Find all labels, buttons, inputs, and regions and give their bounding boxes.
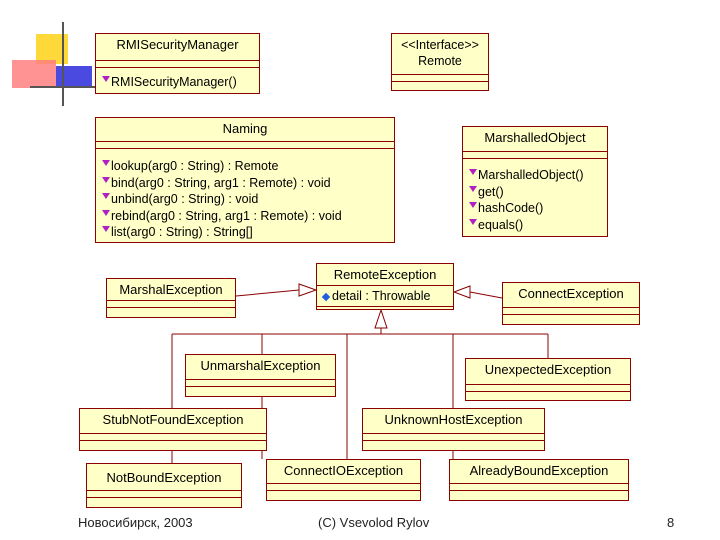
class-name: ConnectIOException [283, 463, 404, 478]
operation: RMISecurityManager() [102, 74, 237, 91]
class-name: MarshalledObject [484, 130, 586, 145]
class-unmarshal-exception[interactable]: UnmarshalException [185, 354, 336, 397]
class-rmi-security-manager[interactable]: RMISecurityManager RMISecurityManager() [95, 33, 260, 94]
operation-icon [102, 193, 110, 199]
operation: rebind(arg0 : String, arg1 : Remote) : v… [102, 208, 342, 225]
class-unexpected-exception[interactable]: UnexpectedException [465, 358, 631, 401]
class-remote-exception[interactable]: RemoteException detail : Throwable [316, 263, 454, 310]
interface-remote[interactable]: <<Interface>> Remote [391, 33, 489, 91]
class-name: RMISecurityManager [116, 37, 239, 52]
operation: MarshalledObject() [469, 167, 584, 184]
class-name: AlreadyBoundException [469, 463, 609, 478]
inheritance-arrowhead-connect [452, 285, 471, 299]
operation-icon [469, 202, 477, 208]
corner-decoration [0, 0, 100, 110]
operation-icon [469, 218, 477, 225]
inheritance-line-connect [469, 291, 503, 299]
class-name: MarshalException [119, 282, 223, 297]
class-connect-exception[interactable]: ConnectException [502, 282, 640, 325]
class-name: UnmarshalException [200, 358, 321, 373]
attribute: detail : Throwable [321, 288, 430, 305]
operation: equals() [469, 217, 584, 234]
class-not-bound-exception[interactable]: NotBoundException [86, 463, 242, 508]
inheritance-line-marshal [235, 289, 300, 297]
class-already-bound-exception[interactable]: AlreadyBoundException [449, 459, 629, 501]
footer-city-year: Новосибирск, 2003 [78, 515, 193, 530]
class-unknown-host-exception[interactable]: UnknownHostException [362, 408, 545, 451]
class-naming[interactable]: Naming lookup(arg0 : String) : Remote bi… [95, 117, 395, 243]
operation-icon [102, 176, 110, 183]
class-connect-io-exception[interactable]: ConnectIOException [266, 459, 421, 501]
footer-copyright: (C) Vsevolod Rylov [318, 515, 430, 530]
operation: lookup(arg0 : String) : Remote [102, 158, 342, 175]
attribute-icon [321, 292, 331, 301]
operation-icon [469, 185, 477, 192]
inheritance-arrowhead-marshal [298, 283, 318, 297]
class-marshal-exception[interactable]: MarshalException [106, 278, 236, 318]
class-stub-not-found-exception[interactable]: StubNotFoundException [79, 408, 267, 451]
class-name: Naming [222, 121, 268, 136]
operation: bind(arg0 : String, arg1 : Remote) : voi… [102, 175, 342, 192]
page-number: 8 [667, 515, 675, 530]
interface-stereotype: <<Interface>> [401, 38, 479, 52]
class-name: Remote [418, 54, 462, 68]
operation: unbind(arg0 : String) : void [102, 191, 342, 208]
class-name: UnexpectedException [484, 362, 612, 377]
operation-icon [102, 209, 110, 216]
operation: get() [469, 184, 584, 201]
class-name: StubNotFoundException [102, 412, 244, 427]
inheritance-arrowhead-remote-exception [374, 308, 388, 329]
operation-icon [102, 160, 110, 166]
operation: hashCode() [469, 200, 584, 217]
operation-icon [469, 169, 477, 175]
class-name: UnknownHostException [384, 412, 523, 427]
operation-icon [102, 76, 110, 82]
class-name: RemoteException [333, 267, 437, 282]
class-name: ConnectException [518, 286, 624, 301]
class-marshalled-object[interactable]: MarshalledObject MarshalledObject() get(… [462, 126, 608, 237]
operation: list(arg0 : String) : String[] [102, 224, 342, 241]
class-name: NotBoundException [106, 470, 222, 485]
operation-icon [102, 226, 110, 232]
